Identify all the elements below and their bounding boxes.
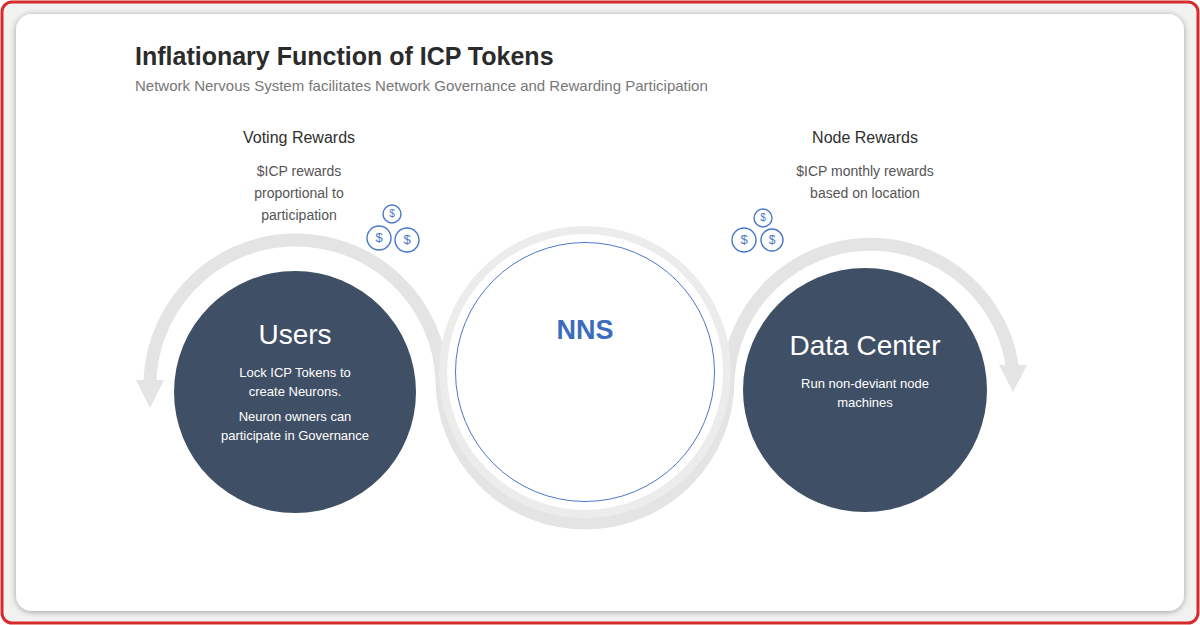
data-center-circle: Data CenterRun non-deviant node machines: [743, 268, 987, 512]
nns-circle: NNS: [455, 242, 715, 502]
node-heading: Users: [258, 319, 331, 351]
node-body: Run non-deviant node machines: [795, 374, 935, 412]
nns-ring: [443, 230, 727, 514]
arrow-head: [999, 365, 1027, 392]
node-heading: NNS: [556, 315, 613, 346]
coin-symbol: $: [384, 208, 400, 220]
section-note: $ICP rewards proportional to participati…: [234, 160, 364, 226]
coin-symbol: $: [734, 232, 754, 248]
coin-symbol: $: [397, 232, 417, 248]
section-heading: Voting Rewards: [189, 129, 409, 147]
flow-band: [150, 240, 1013, 523]
user-circle: UsersLock ICP Tokens to create Neurons. N…: [174, 271, 416, 513]
coin-symbol: $: [755, 212, 771, 224]
coin-symbol: $: [369, 230, 389, 246]
title: Inflationary Function of ICP Tokens: [135, 42, 554, 71]
node-heading: Data Center: [790, 330, 941, 362]
subtitle: Network Nervous System facilitates Netwo…: [135, 77, 835, 94]
section-heading: Node Rewards: [755, 129, 975, 147]
arrow-head: [136, 380, 164, 408]
coin-symbol: $: [762, 233, 782, 247]
card: [16, 14, 1184, 611]
node-body: Lock ICP Tokens to create Neurons.: [220, 363, 370, 401]
node-body: Neuron owners can participate in Governa…: [220, 407, 370, 445]
section-note: $ICP monthly rewards based on location: [790, 160, 940, 204]
